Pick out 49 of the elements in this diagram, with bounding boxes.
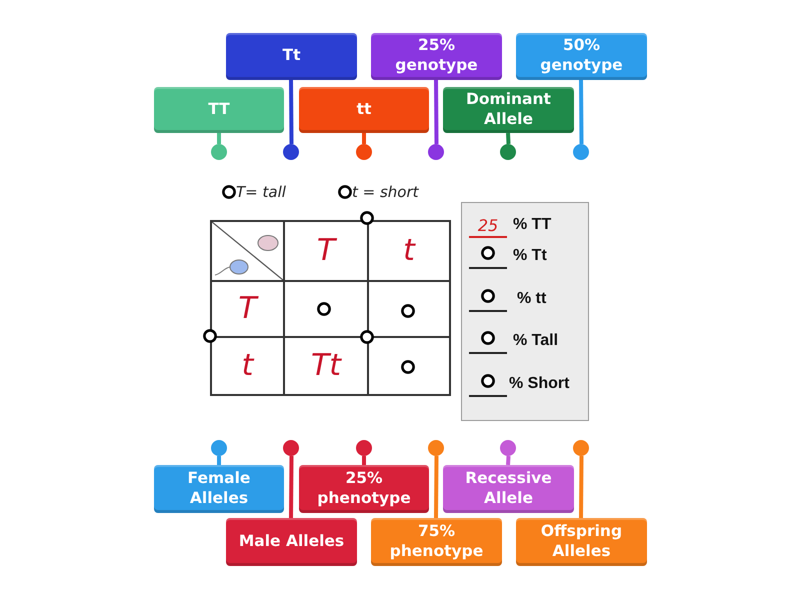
pin-dot [356,440,372,456]
pin-dot [573,144,589,160]
percent-label: % Tt [513,247,547,266]
pin-line [434,456,438,518]
answer-tag: 25% genotype [371,33,502,80]
pin-dot [573,440,589,456]
answer-tag: 50% genotype [516,33,647,80]
answer-tag: Offspring Alleles [516,518,647,566]
pin-dot [500,440,516,456]
pin-line [506,456,510,466]
answer-tag: Female Alleles [154,465,284,513]
percent-label: % Tall [513,332,558,351]
pin-line [434,80,438,144]
answer-tag: 75% phenotype [371,518,502,566]
percent-label: % tt [517,290,546,309]
pin-line [217,133,221,144]
allele-letter: t [403,236,415,266]
pin-line [289,80,294,144]
pin-dot [428,144,444,160]
fill-in-line: 25 [469,214,507,238]
pin-dot [211,440,227,456]
answer-tag: Dominant Allele [443,87,574,133]
pin-dot [211,144,227,160]
answer-tag: 25% phenotype [299,465,429,513]
allele-letter: T [238,294,257,324]
percent-label: % Short [509,375,570,394]
answer-tag: TT [154,87,284,133]
pin-line [362,456,366,465]
answer-tag: Male Alleles [226,518,357,566]
allele-letter: Tt [310,351,342,381]
pin-line [217,456,221,465]
pin-line [506,132,510,144]
answer-tag: tt [299,87,429,133]
key-text: t = short [352,183,419,201]
answer-tag: Tt [226,33,357,80]
pin-line [579,80,584,144]
pin-dot [500,144,516,160]
percent-label: % TT [513,216,552,235]
pin-dot [356,144,372,160]
pin-line [289,456,294,518]
pin-dot [428,440,444,456]
key-text: T= tall [236,183,286,201]
pin-line [362,133,366,144]
pin-dot [283,144,299,160]
answer-tag: Recessive Allele [443,465,574,513]
allele-letter: t [242,351,254,381]
pin-line [579,456,584,518]
pin-dot [283,440,299,456]
allele-letter: T [316,236,336,266]
